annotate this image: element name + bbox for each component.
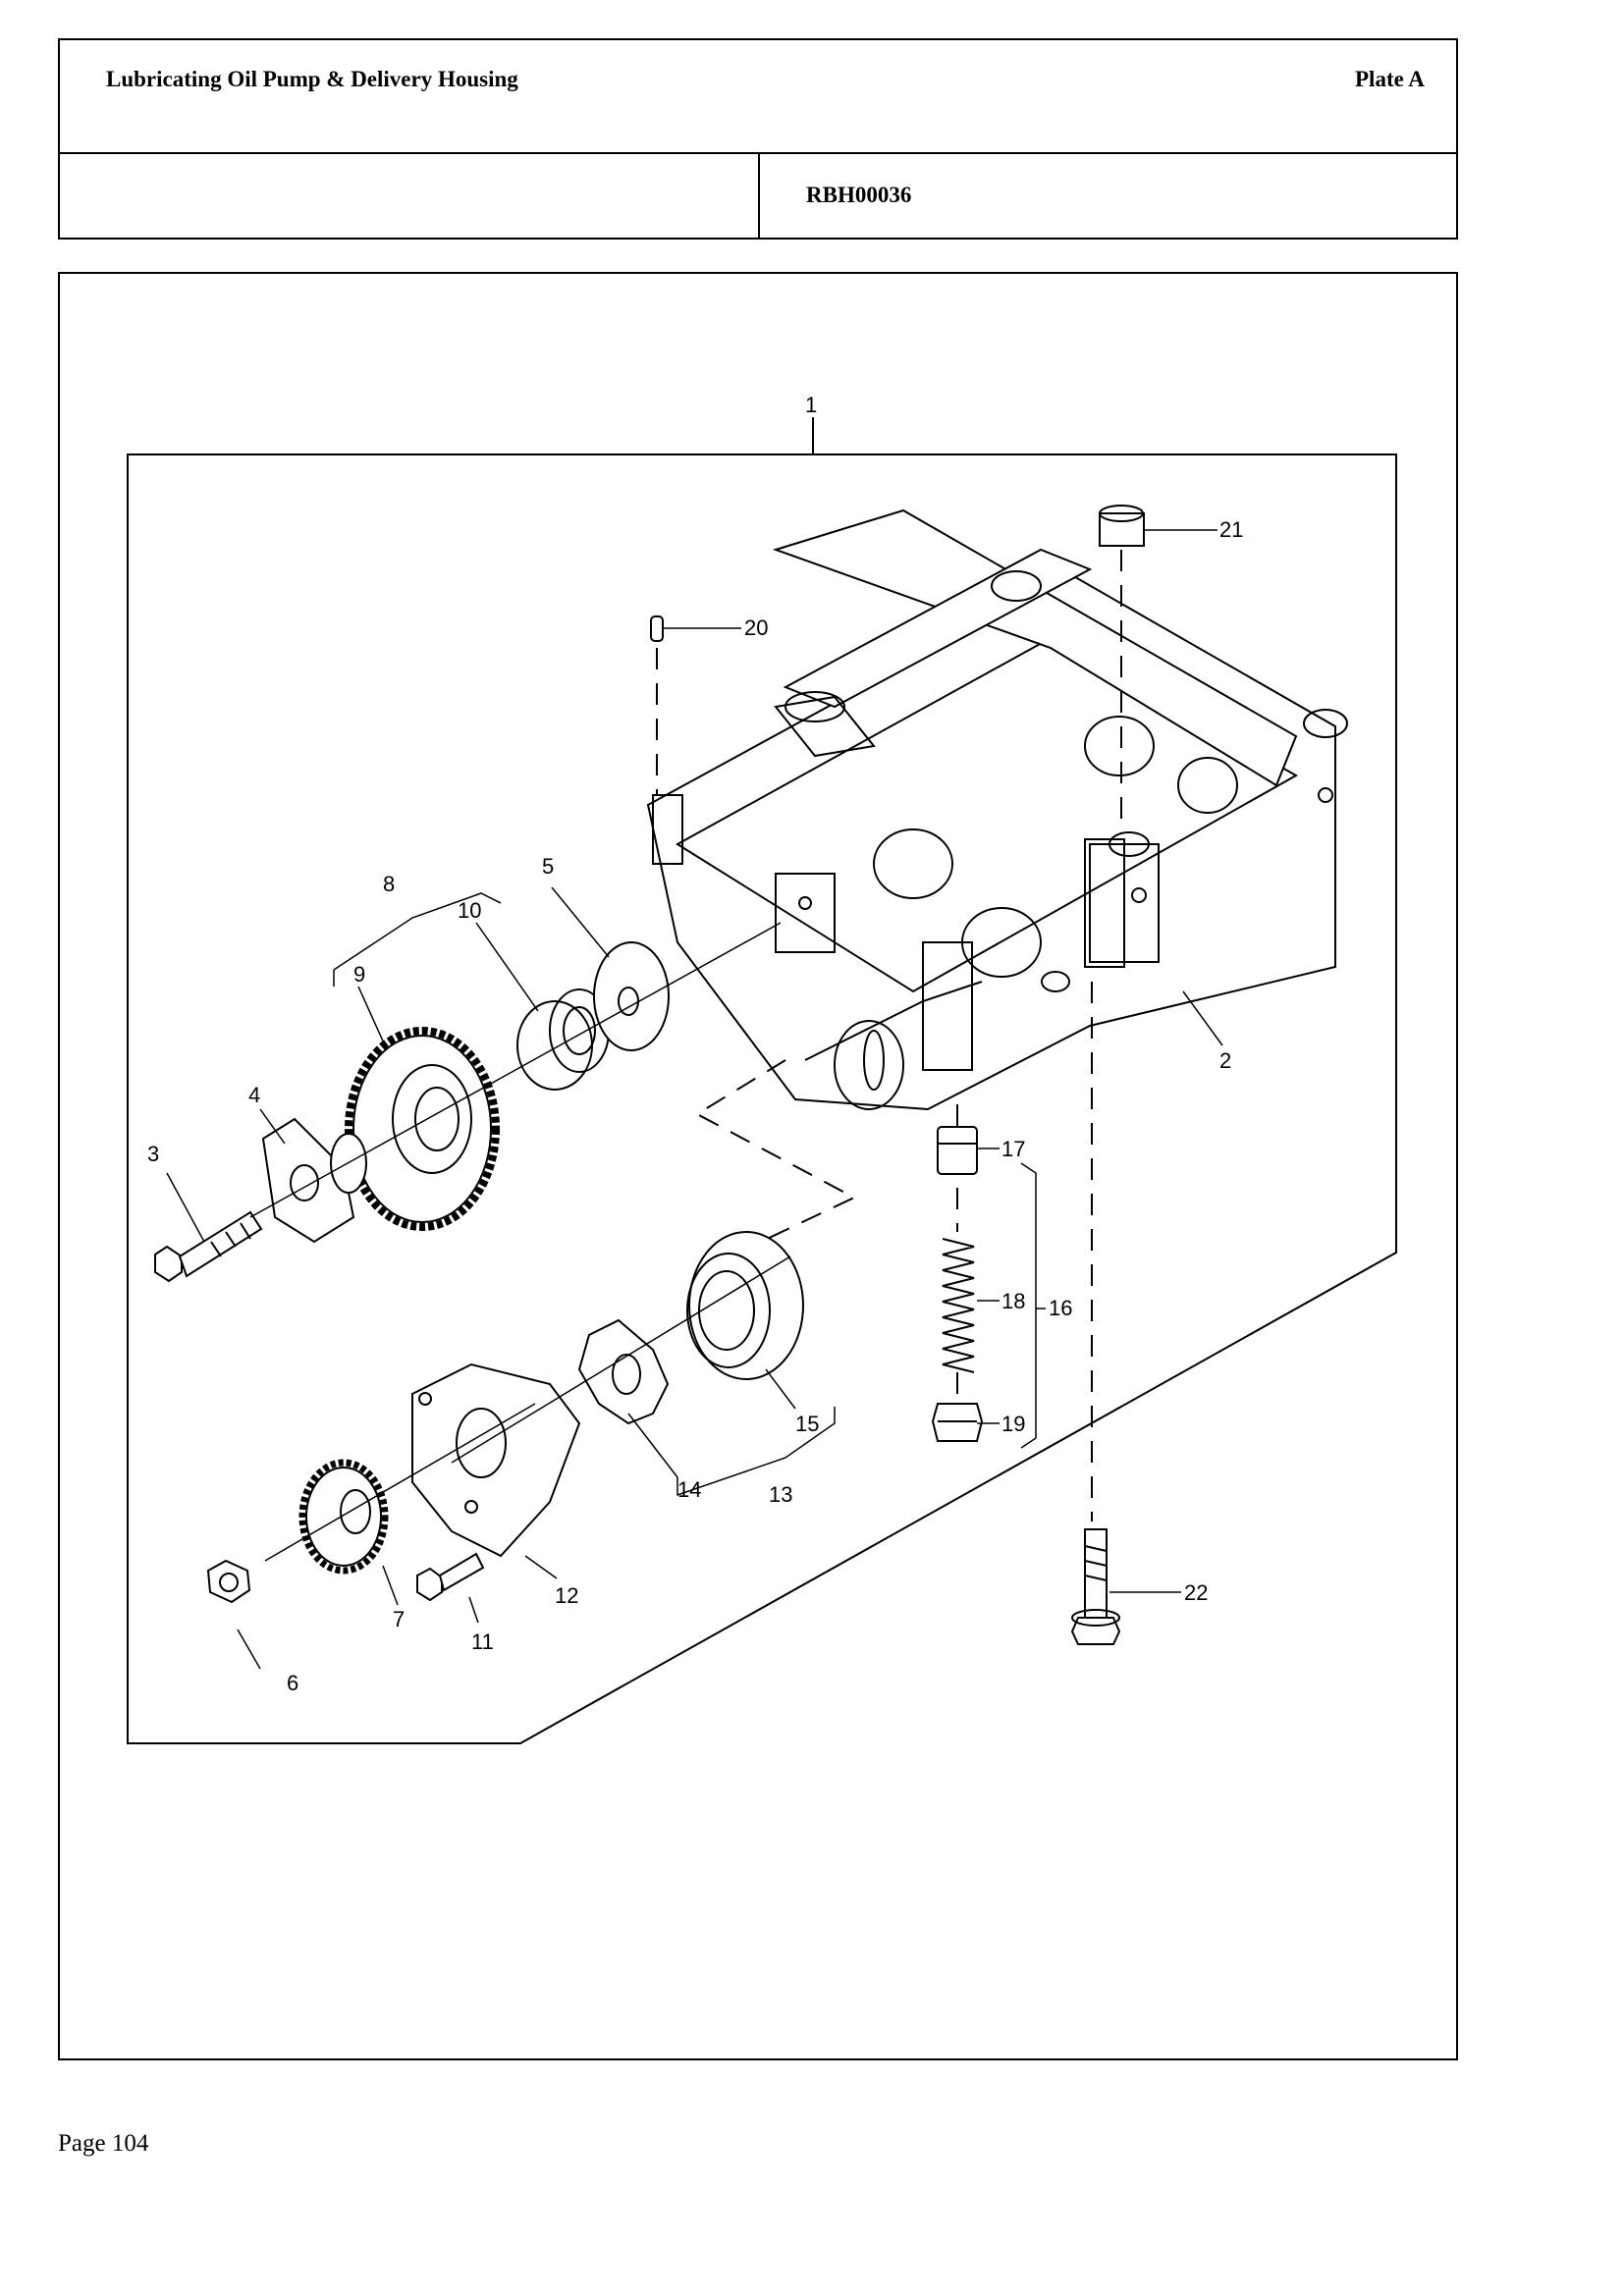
callout-8: 8	[383, 872, 395, 896]
callout-13: 13	[769, 1482, 792, 1507]
callout-14: 14	[677, 1477, 701, 1502]
callout-15: 15	[795, 1412, 819, 1436]
callout-labels: 1 2 3 4 5 6 7 8 9 10 11 12 13 14 15 16 1…	[147, 393, 1243, 1695]
spring-drawing	[942, 1238, 975, 1394]
document-title: Lubricating Oil Pump & Delivery Housing	[106, 67, 518, 91]
callout-19: 19	[1001, 1412, 1025, 1436]
reference-number: RBH00036	[806, 183, 912, 207]
callout-17: 17	[1001, 1137, 1025, 1161]
bush-drawing	[516, 988, 610, 1091]
plate-label: Plate A	[1355, 67, 1425, 91]
callout-12: 12	[555, 1583, 578, 1608]
callout-4: 4	[248, 1083, 260, 1107]
assembly-boundary	[127, 454, 1397, 1744]
callout-9: 9	[353, 962, 365, 987]
header-split	[758, 153, 760, 240]
callout-21: 21	[1219, 517, 1243, 542]
callout-11: 11	[471, 1629, 494, 1654]
callout-10: 10	[458, 898, 481, 923]
callout-6: 6	[287, 1671, 298, 1695]
callout-20: 20	[744, 615, 768, 640]
callout-18: 18	[1001, 1289, 1025, 1313]
illustration-frame	[58, 272, 1458, 2060]
callout-2: 2	[1219, 1048, 1231, 1073]
page-number: Page 104	[58, 2130, 149, 2157]
callout-22: 22	[1184, 1580, 1208, 1605]
callout-1: 1	[805, 393, 817, 417]
callout-16: 16	[1049, 1296, 1072, 1320]
callout-5: 5	[542, 854, 554, 879]
idler-gear-drawing	[345, 1027, 500, 1231]
callout-3: 3	[147, 1142, 159, 1166]
pump-housing-drawing	[646, 508, 1348, 1111]
callout-7: 7	[393, 1607, 405, 1631]
